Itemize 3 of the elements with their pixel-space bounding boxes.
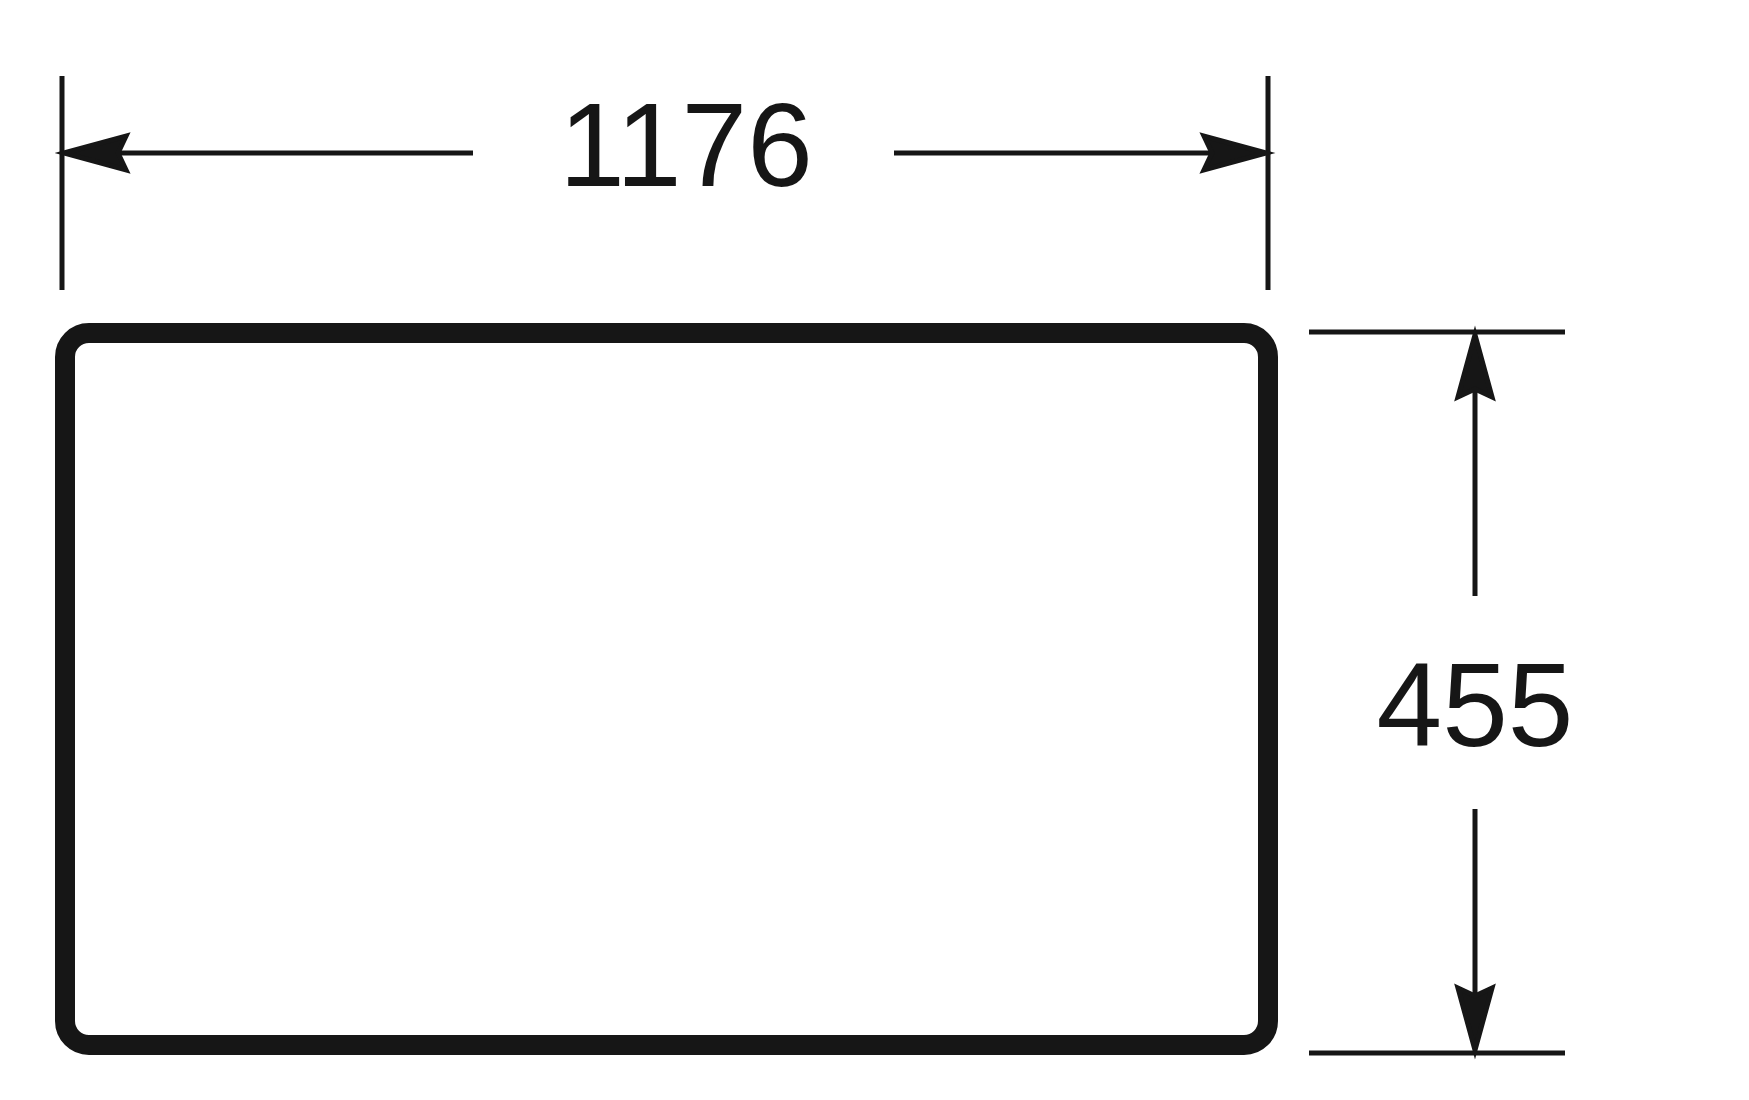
rounded-rectangle xyxy=(55,323,1278,1055)
dimension-label: 455 xyxy=(1376,646,1574,764)
dimension-label: 1176 xyxy=(559,86,813,204)
